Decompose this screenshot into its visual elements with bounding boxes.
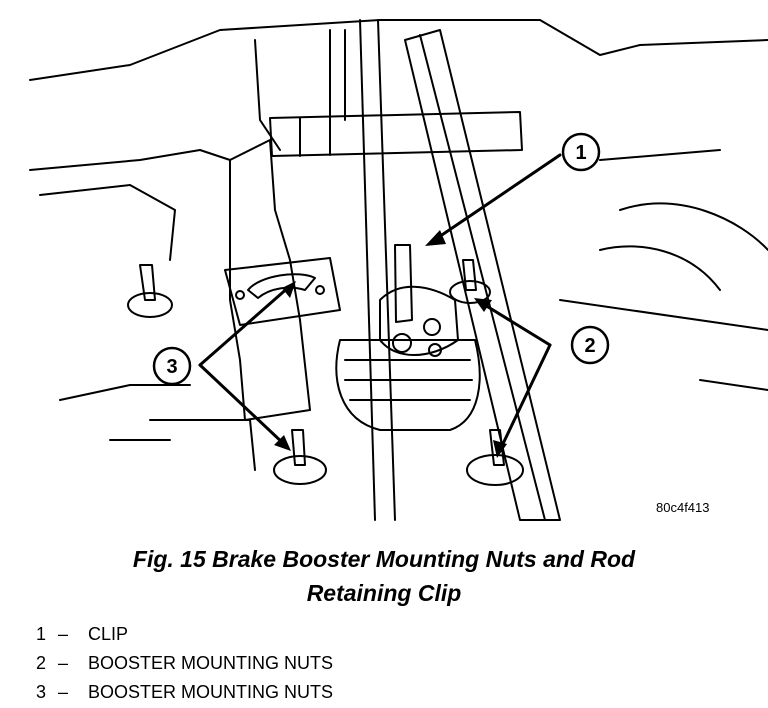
legend-text: CLIP	[88, 624, 129, 644]
figure-code: 80c4f413	[656, 500, 710, 515]
legend: 1 – CLIP 2 – BOOSTER MOUNTING NUTS 3 – B…	[36, 620, 333, 707]
callout-circle-3	[152, 346, 192, 386]
legend-text: BOOSTER MOUNTING NUTS	[88, 682, 334, 702]
legend-item: 2 – BOOSTER MOUNTING NUTS	[36, 649, 333, 678]
booster-body	[335, 339, 481, 431]
legend-dash: –	[58, 653, 69, 673]
figure-caption-line1: Fig. 15 Brake Booster Mounting Nuts and …	[132, 546, 636, 572]
legend-number: 2	[36, 653, 47, 673]
arrowhead-3-lower	[274, 435, 291, 451]
arrowhead-1	[425, 230, 446, 246]
legend-text: BOOSTER MOUNTING NUTS	[88, 653, 334, 673]
callout-label-3: 3	[166, 356, 177, 378]
arrowhead-3-upper	[282, 281, 296, 298]
mounting-stud-left-lower	[291, 429, 306, 466]
steering-column	[404, 29, 561, 521]
callout-label-1: 1	[575, 142, 586, 164]
arrowhead-2-upper	[474, 298, 492, 312]
figure-caption-line2: Retaining Clip	[306, 580, 462, 606]
arrowhead-2-lower	[493, 440, 507, 458]
callout-circle-2	[570, 325, 610, 365]
callout-1-leader	[428, 153, 562, 245]
pedal-bracket	[229, 139, 311, 421]
callout-3-leader-lower	[198, 363, 287, 447]
clip-plate	[224, 257, 341, 326]
callout-label-2: 2	[584, 335, 595, 357]
legend-dash: –	[58, 682, 69, 702]
push-rod	[394, 244, 413, 323]
firewall-outline	[29, 19, 768, 81]
legend-number: 3	[36, 682, 47, 702]
left-wall	[29, 149, 231, 171]
legend-number: 1	[36, 624, 47, 644]
callout-2-leader-lower	[498, 343, 552, 452]
pedal-arm	[359, 19, 376, 521]
legend-item: 1 – CLIP	[36, 620, 333, 649]
mounting-stud-right-upper	[462, 259, 477, 291]
pivot-shaft	[269, 111, 523, 157]
legend-dash: –	[58, 624, 69, 644]
legend-item: 3 – BOOSTER MOUNTING NUTS	[36, 678, 333, 707]
mounting-stud-right-lower	[489, 429, 505, 466]
callout-2-leader-upper	[478, 300, 552, 347]
brake-booster-line-drawing: 1 2 3	[29, 19, 768, 521]
mounting-stud-left-upper	[139, 264, 156, 301]
callout-3-leader-upper	[198, 284, 292, 367]
callout-circle-1	[561, 132, 601, 172]
